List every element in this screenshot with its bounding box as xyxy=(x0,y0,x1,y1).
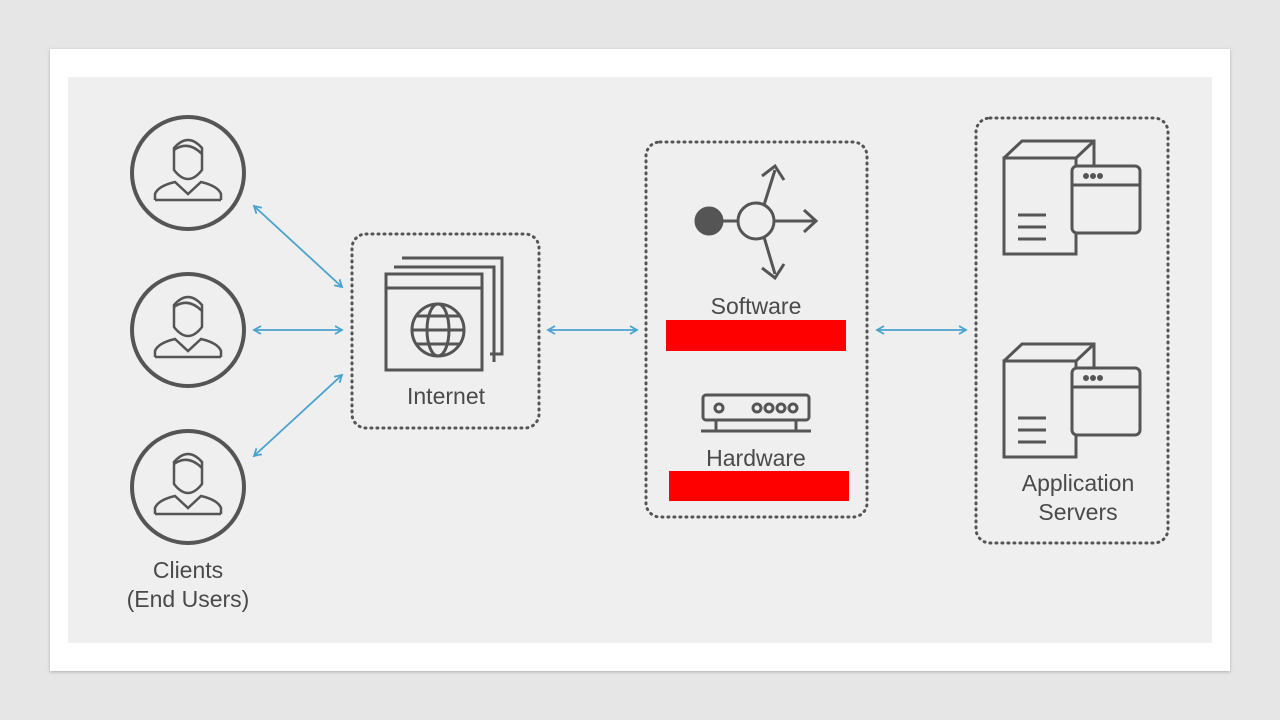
software-redaction-bar xyxy=(666,320,846,351)
clients-label-line2: (End Users) xyxy=(126,586,250,612)
servers-label-line1: Application xyxy=(1021,470,1135,496)
hardware-redaction-bar xyxy=(669,471,849,501)
load-balancer-software-icon xyxy=(694,163,819,281)
software-label: Software xyxy=(710,293,802,319)
internet-label: Internet xyxy=(407,383,485,409)
client-user-icon-2 xyxy=(130,272,246,388)
servers-box xyxy=(974,116,1170,545)
arrow-client3-internet xyxy=(252,373,344,458)
servers-label-line2: Servers xyxy=(1038,499,1118,525)
server-window-icon-2 xyxy=(1002,342,1142,459)
server-window-icon-1 xyxy=(1002,139,1142,256)
client-user-icon-3 xyxy=(130,429,246,545)
router-hardware-icon xyxy=(701,393,811,433)
load-balancer-box xyxy=(644,140,869,519)
internet-box xyxy=(350,232,541,430)
clients-label: Clients (End Users) xyxy=(98,556,278,614)
hardware-label: Hardware xyxy=(706,445,806,471)
web-browser-globe-icon xyxy=(384,256,504,372)
client-user-icon-1 xyxy=(130,115,246,231)
clients-label-line1: Clients xyxy=(152,557,224,583)
arrow-client1-internet xyxy=(252,204,344,289)
servers-label: Application Servers xyxy=(988,469,1168,527)
